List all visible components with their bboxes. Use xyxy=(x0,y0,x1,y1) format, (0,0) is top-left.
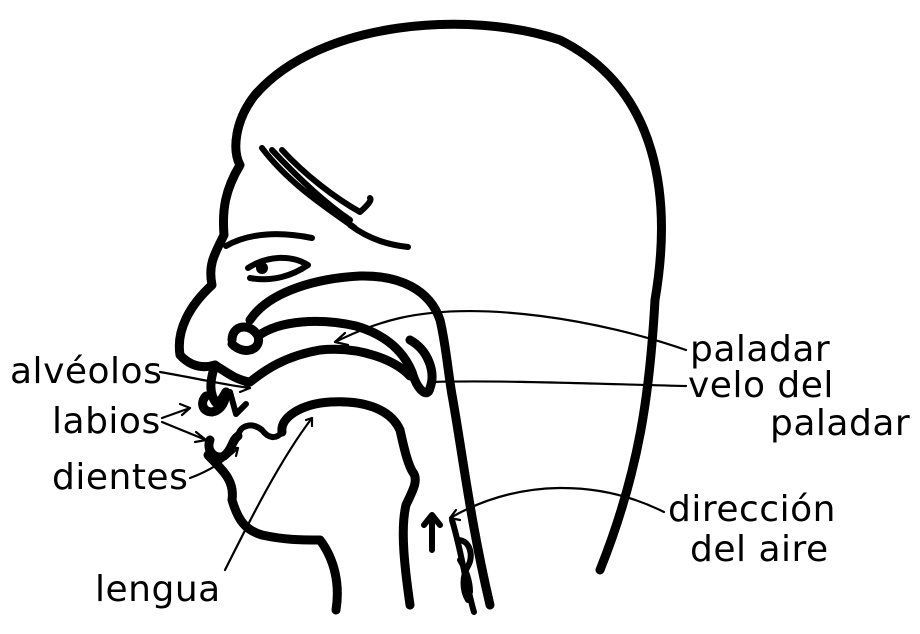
pupil xyxy=(256,262,268,274)
lower-teeth xyxy=(238,425,282,437)
label-velo-line2: paladar xyxy=(770,404,910,444)
airflow-arrow xyxy=(424,515,440,550)
label-direccion-line2: del aire xyxy=(690,530,829,570)
lower-lip xyxy=(209,436,238,457)
eyebrow xyxy=(226,234,312,246)
label-alveolos: alvéolos xyxy=(10,352,162,392)
upper-teeth xyxy=(230,392,246,414)
aire-pointer xyxy=(450,488,664,518)
label-direccion-line1: dirección xyxy=(668,490,836,530)
label-lengua: lengua xyxy=(95,570,221,610)
label-velo-line1: velo del xyxy=(688,366,834,406)
label-labios: labios xyxy=(52,402,161,442)
labios-pointer-lower xyxy=(162,422,206,440)
label-paladar: paladar xyxy=(690,330,830,370)
label-dientes: dientes xyxy=(52,458,188,498)
